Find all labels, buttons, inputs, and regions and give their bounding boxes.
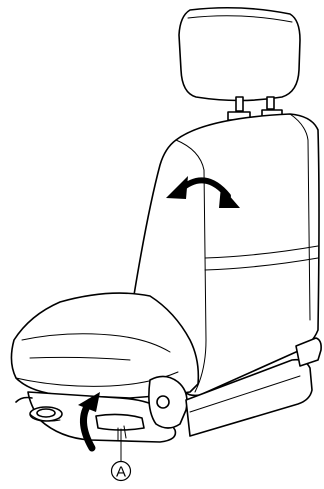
callout-a-label: A (116, 464, 126, 481)
headrest (179, 8, 300, 101)
